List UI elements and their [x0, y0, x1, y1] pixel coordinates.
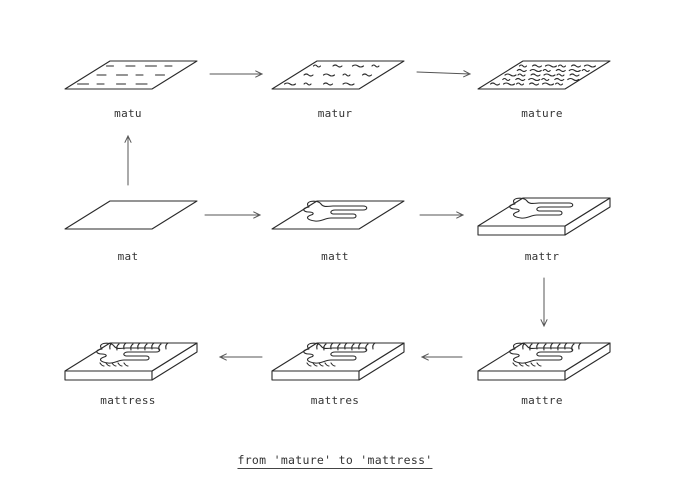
- stage-label-mattress: mattress: [100, 394, 156, 407]
- stage-label-matur: matur: [317, 107, 353, 120]
- arrow-mattr-mattre: [540, 277, 548, 328]
- arrow-mattres-mattress: [218, 353, 263, 361]
- stage-shape-mattres: [271, 342, 405, 381]
- arrow-mat-matt: [204, 211, 262, 219]
- stage-label-mature: mature: [521, 107, 563, 120]
- arrow-matur-mature: [416, 70, 472, 78]
- stage-shape-mat: [64, 200, 198, 230]
- arrow-mat-matu: [124, 134, 132, 186]
- arrowhead-icon: [540, 319, 548, 328]
- arrowhead-icon: [420, 353, 429, 361]
- arrow-mattre-mattres: [420, 353, 463, 361]
- stage-shape-matu: [64, 60, 198, 90]
- stage-shape-mattre: [477, 342, 611, 381]
- stage-shape-mattress: [64, 342, 198, 381]
- stage-label-matt: matt: [321, 250, 349, 263]
- arrowhead-icon: [218, 353, 227, 361]
- arrowhead-icon: [255, 70, 264, 78]
- diagram-caption: from 'mature' to 'mattress': [237, 453, 433, 469]
- arrow-matt-mattr: [419, 211, 465, 219]
- stage-label-mattr: mattr: [524, 250, 560, 263]
- stage-label-mattres: mattres: [310, 394, 360, 407]
- arrowhead-icon: [456, 211, 465, 219]
- stage-label-mat: mat: [117, 250, 139, 263]
- stage-label-matu: matu: [114, 107, 142, 120]
- stage-shape-matt: [271, 200, 405, 230]
- arrowhead-icon: [124, 134, 132, 143]
- stage-label-mattre: mattre: [521, 394, 563, 407]
- arrowhead-icon: [463, 70, 472, 78]
- stage-shape-mature: [477, 60, 611, 90]
- stage-shape-matur: [271, 60, 405, 90]
- arrow-matu-matur: [209, 70, 264, 78]
- stage-shape-mattr: [477, 197, 611, 236]
- arrowhead-icon: [253, 211, 262, 219]
